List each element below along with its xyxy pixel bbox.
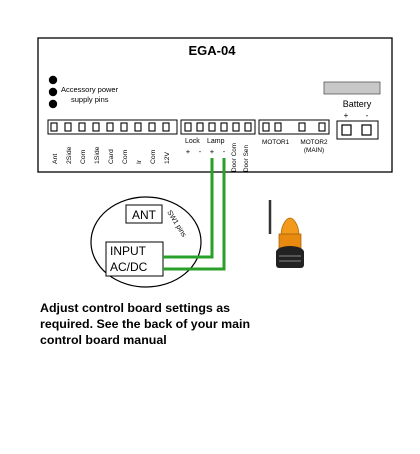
terminal-pins-inputs <box>50 122 170 132</box>
instruction-caption: Adjust control board settings as require… <box>40 301 251 347</box>
input-ac-dc-label: AC/DC <box>110 260 148 274</box>
accessory-power-label: Accessory power <box>61 85 119 94</box>
sign: - <box>223 147 226 156</box>
terminal-label: 1Side <box>94 146 101 164</box>
door-sen-label: Door Sen <box>243 145 250 172</box>
terminal-label: Com <box>80 149 87 164</box>
terminal-block-lock-lamp <box>180 119 256 135</box>
lamp-wires <box>163 158 226 271</box>
lamp-label: Lamp <box>207 138 225 145</box>
sign: - <box>199 147 202 156</box>
accessory-power-label-2: supply pins <box>71 95 109 104</box>
terminal-label: Card <box>108 149 115 164</box>
input-label: INPUT <box>110 244 147 258</box>
input-terminal-labels: Ant 2Side Com 1Side Card Com Ir Com 12V <box>52 146 171 164</box>
battery-minus: - <box>366 111 369 120</box>
input-box <box>105 241 164 277</box>
control-board <box>37 37 393 173</box>
battery-terminals <box>341 124 372 136</box>
terminal-label: Com <box>150 149 157 164</box>
accessory-pin <box>48 87 58 97</box>
lock-lamp-signs: + - + - <box>186 147 226 156</box>
ant-box <box>125 204 163 224</box>
sign: + <box>210 147 215 156</box>
motor1-label: MOTOR1 <box>262 139 290 146</box>
accessory-pin <box>48 99 58 109</box>
warning-lamp-illustration <box>268 200 304 268</box>
door-com-label: Door Com <box>231 143 238 172</box>
battery-bar <box>323 81 381 95</box>
motor2-sub-label: (MAIN) <box>304 147 324 154</box>
battery-label: Battery <box>343 99 372 109</box>
terminal-label: 12V <box>164 151 171 164</box>
ant-label: ANT <box>132 208 157 222</box>
accessory-pin <box>48 75 58 85</box>
terminal-label: Com <box>122 149 129 164</box>
terminal-pins-motors <box>262 122 326 132</box>
lamp-wire-plus <box>163 158 214 259</box>
terminal-label: 2Side <box>66 146 73 164</box>
motor2-label: MOTOR2 <box>300 139 328 146</box>
terminal-label: Ant <box>52 154 59 164</box>
terminal-label: Ir <box>136 159 143 164</box>
board-title: EGA-04 <box>189 43 237 58</box>
lock-label: Lock <box>185 138 200 145</box>
lamp-wire-minus <box>163 158 226 271</box>
sign: + <box>186 147 191 156</box>
battery-plus: + <box>344 111 349 120</box>
terminal-pins-lock-lamp <box>184 122 252 132</box>
